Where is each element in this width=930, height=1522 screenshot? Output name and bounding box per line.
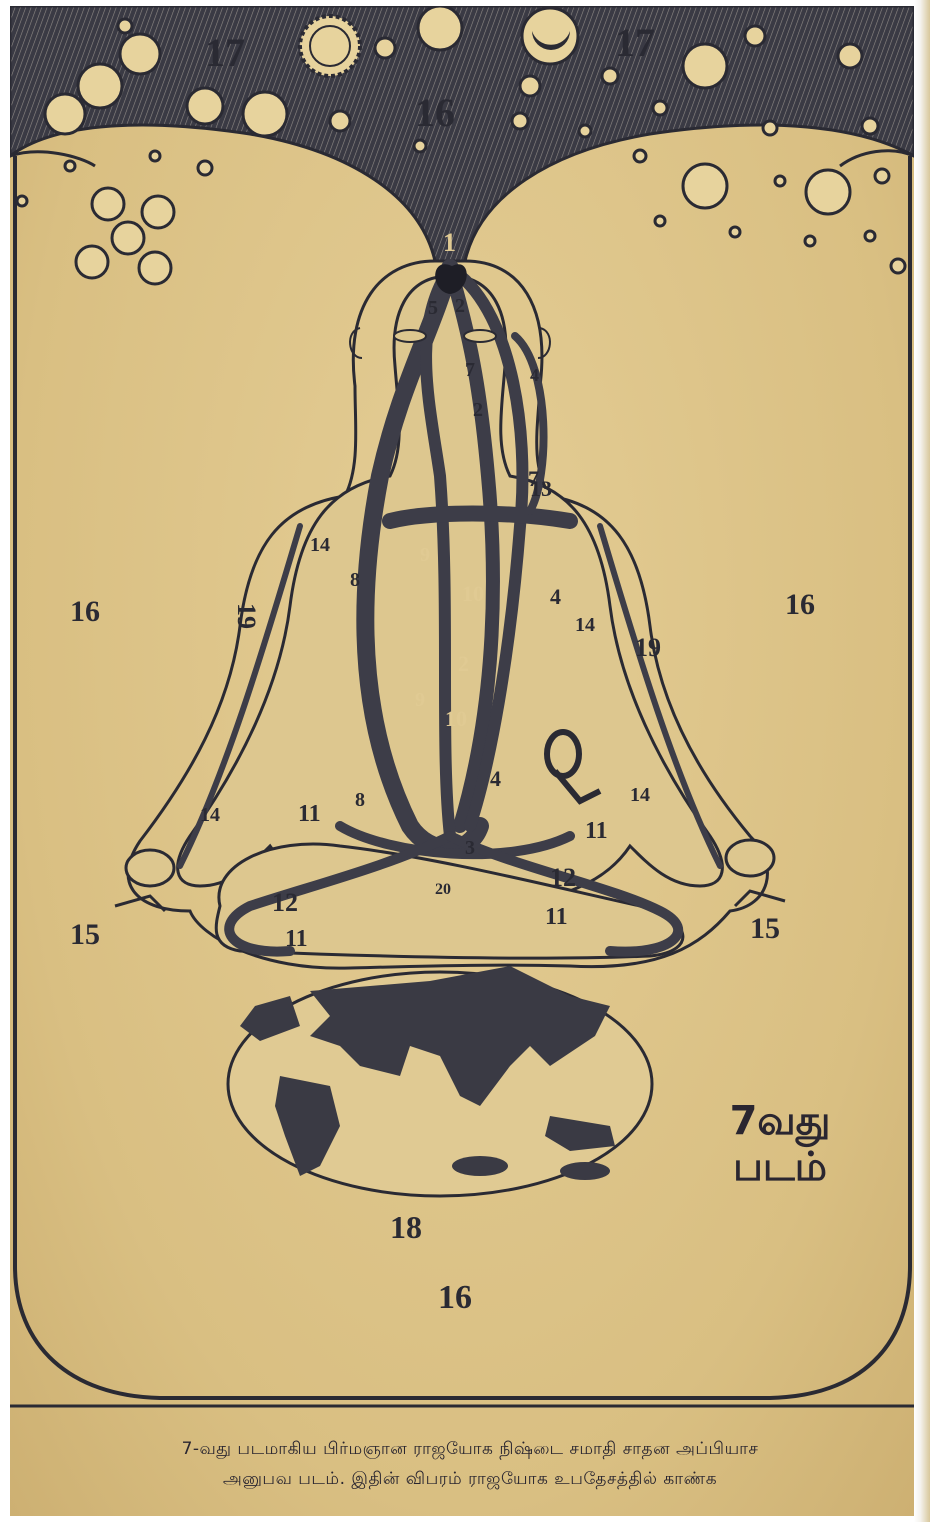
label-5: 5: [428, 297, 438, 319]
label-11-d: 11: [545, 904, 568, 930]
plate-line-2: படம்: [700, 1144, 860, 1190]
label-11-c: 11: [285, 926, 308, 952]
caption: 7-வது படமாகிய பிர்மஞான ராஜயோக நிஷ்டை சமா…: [50, 1434, 890, 1494]
label-11-b: 11: [585, 818, 608, 844]
label-12-right: 12: [550, 863, 576, 892]
plate-number: 7வது படம்: [700, 1098, 860, 1190]
sun-icon: [300, 16, 360, 76]
label-11-a: 11: [298, 801, 321, 827]
globe: [228, 966, 652, 1196]
caption-line-2: அனுபவ படம். இதின் விபரம் ராஜயோக உபதேசத்த…: [50, 1464, 890, 1494]
label-15-right: 15: [750, 912, 780, 945]
label-10-b: 10: [445, 706, 467, 731]
label-4-b: 4: [550, 584, 561, 609]
caption-line-1: 7-வது படமாகிய பிர்மஞான ராஜயோக நிஷ்டை சமா…: [50, 1434, 890, 1464]
label-14-c: 14: [200, 804, 220, 826]
label-2-b: 2: [473, 399, 483, 421]
label-14-b: 14: [575, 614, 595, 636]
label-2-a: 2: [455, 295, 465, 317]
page-edge: [914, 0, 930, 1522]
label-3: 3: [465, 837, 475, 859]
label-12-left: 12: [272, 888, 298, 917]
label-1: 1: [443, 228, 456, 257]
label-16-right: 16: [785, 588, 815, 621]
label-14-d: 14: [630, 784, 650, 806]
label-17-right: 17: [615, 20, 655, 65]
label-15-left: 15: [70, 918, 100, 951]
label-4-c: 4: [490, 766, 501, 791]
label-10-a: 10: [462, 581, 484, 606]
label-7-a: 7: [465, 359, 475, 381]
page-sheet: 1 17 17 16 16 16 16 18 15 15 19 19 14 14…: [10, 6, 914, 1516]
label-8-b: 8: [355, 789, 365, 811]
label-2-c: 2: [458, 651, 469, 676]
label-16-top: 16: [415, 90, 455, 135]
label-8-a: 8: [350, 569, 360, 591]
label-17-left: 17: [205, 30, 245, 75]
moon-icon: [522, 8, 578, 64]
label-9-a: 9: [420, 544, 430, 566]
label-4-a: 4: [530, 365, 539, 385]
plate-line-1: 7வது: [700, 1098, 860, 1144]
label-20: 20: [435, 881, 451, 898]
label-9-b: 9: [415, 689, 425, 711]
yoga-diagram: 1 17 17 16 16 16 16 18 15 15 19 19 14 14…: [10, 6, 914, 1516]
label-18: 18: [390, 1209, 422, 1245]
label-14-a: 14: [310, 534, 330, 556]
label-19-left: 19: [232, 603, 261, 629]
label-16-left: 16: [70, 595, 100, 628]
label-19-right: 19: [635, 633, 661, 662]
label-7-b: 7: [528, 466, 539, 491]
label-16-bottom: 16: [438, 1279, 472, 1316]
